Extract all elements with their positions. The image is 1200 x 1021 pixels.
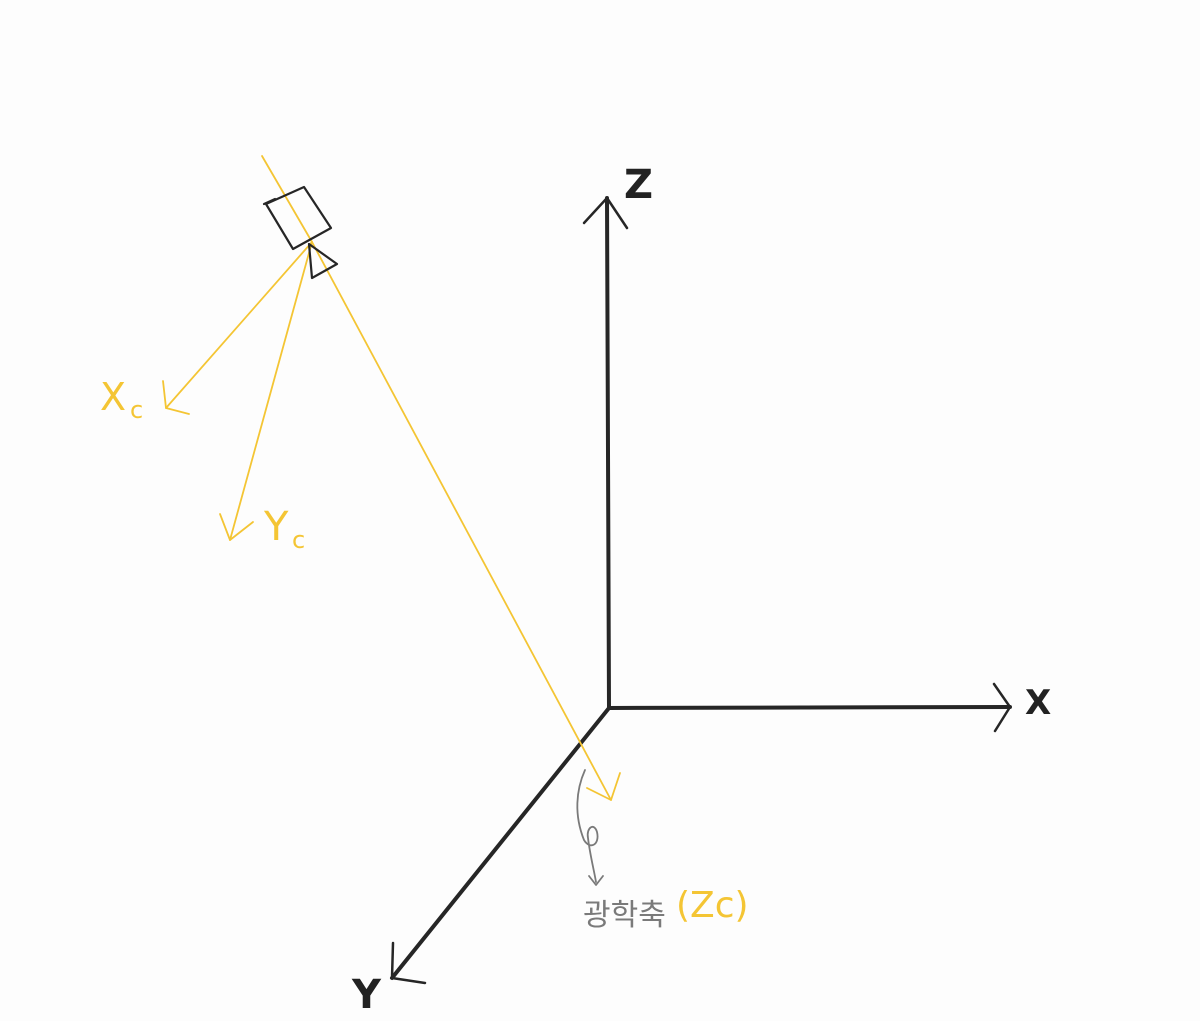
world-axes	[390, 196, 1012, 985]
world-y-arrowhead	[390, 941, 427, 985]
camera-y-axis	[229, 241, 313, 541]
camera-y-arrowhead	[219, 513, 254, 541]
world-z-axis	[605, 196, 611, 710]
optical-axis-pointer	[576, 769, 604, 886]
world-z-arrowhead	[582, 196, 629, 230]
optical-axis-back	[261, 155, 313, 243]
svg-text:Y: Y	[263, 504, 289, 550]
svg-text:c: c	[292, 526, 305, 554]
svg-text:c: c	[130, 396, 143, 424]
camera-icon	[262, 185, 339, 280]
camera-axes	[162, 155, 621, 801]
optical-axis-label: 광학축	[583, 898, 666, 933]
optical-axis-arrowhead	[586, 772, 621, 801]
world-x-axis	[607, 705, 1012, 710]
camera-x-axis	[165, 241, 313, 409]
world-y-label: Y	[351, 972, 382, 1018]
world-x-label: X	[1025, 683, 1051, 723]
optical-axis-symbol: (Zc)	[676, 885, 749, 926]
world-z-label: Z	[624, 162, 653, 208]
optical-axis-line	[311, 241, 612, 801]
camera-x-arrowhead	[162, 380, 190, 415]
camera-x-label: X c	[100, 375, 143, 424]
world-x-arrowhead	[992, 682, 1012, 733]
camera-y-label: Y c	[263, 504, 305, 554]
world-y-axis	[390, 706, 611, 980]
svg-text:X: X	[100, 375, 126, 419]
